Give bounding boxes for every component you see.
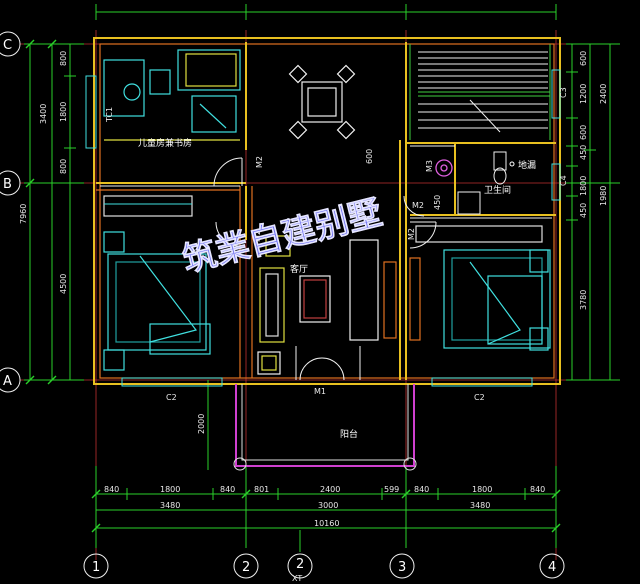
axis-label-c: C <box>3 38 12 53</box>
bottom-windows <box>121 377 533 387</box>
dim-left-4500: 4500 <box>59 274 68 294</box>
axis-label-1: 1 <box>92 560 100 575</box>
dim-right-3780: 3780 <box>579 290 588 310</box>
window-label-c4: C4 <box>559 175 568 186</box>
dim-bottom-840a: 840 <box>104 485 119 494</box>
room-label-living: 客厅 <box>290 263 308 275</box>
dining-table-set <box>288 64 356 140</box>
dim-right-1800: 1800 <box>579 176 588 196</box>
dim-bottom-801: 801 <box>254 485 269 494</box>
kids-room-furniture <box>103 49 241 141</box>
dim-right-450b: 450 <box>579 203 588 218</box>
dim-bottom-840b: 840 <box>220 485 235 494</box>
dim-balcony-depth: 2000 <box>197 414 206 434</box>
axis-label-b: B <box>3 177 12 192</box>
room-label-balcony: 阳台 <box>340 428 358 440</box>
window-c3-c4 <box>551 69 561 201</box>
dim-right-450a: 450 <box>579 145 588 160</box>
door-label-m2-center: M2 <box>407 228 416 240</box>
axis-label-3: 3 <box>398 560 406 575</box>
interior-lines <box>100 145 552 219</box>
dimension-ticks <box>25 39 561 533</box>
axis-label-xt: XT <box>292 574 302 583</box>
dim-mid-600: 600 <box>365 149 374 164</box>
room-label-kids-study: 儿童房兼书房 <box>138 137 192 149</box>
room-label-toilet: 卫生间 <box>484 184 511 196</box>
toilet-fixtures <box>435 159 453 177</box>
dim-bottom-1800b: 1800 <box>472 485 492 494</box>
dim-right-600a: 600 <box>579 51 588 66</box>
stairwell <box>409 44 551 140</box>
dim-bottom-3000: 3000 <box>318 501 338 510</box>
door-label-m3: M3 <box>425 160 434 172</box>
door-swings <box>213 157 437 249</box>
dimension-lines <box>24 4 620 552</box>
dim-right-1200: 1200 <box>579 84 588 104</box>
dim-right-600b: 600 <box>579 125 588 140</box>
right-bedroom-cabinet <box>409 257 421 341</box>
dim-right-2400: 2400 <box>599 84 608 104</box>
door-label-m2-mid: M2 <box>253 230 262 242</box>
walls <box>93 37 561 385</box>
living-room-furniture <box>257 235 397 375</box>
door-label-m2-left: M2 <box>255 156 264 168</box>
window-label-c2-left: C2 <box>166 393 177 402</box>
balcony <box>233 384 417 471</box>
dim-left-7960: 7960 <box>19 204 28 224</box>
left-bedroom-furniture <box>103 195 211 371</box>
window-label-c3: C3 <box>559 87 568 98</box>
stair-treads <box>418 51 548 133</box>
axis-label-4: 4 <box>548 560 556 575</box>
door-label-m1: M1 <box>314 387 326 396</box>
dim-mid-450: 450 <box>433 195 442 210</box>
dim-left-800b: 800 <box>59 159 68 174</box>
living-entry-doors <box>295 346 361 381</box>
dim-bottom-total: 10160 <box>314 519 339 528</box>
axis-label-2-sub: 2 <box>296 557 304 572</box>
window-label-tc1: TC1 <box>105 107 114 123</box>
axis-label-a: A <box>3 374 12 389</box>
window-label-c2-right: C2 <box>474 393 485 402</box>
dim-bottom-840d: 840 <box>530 485 545 494</box>
dim-bottom-599: 599 <box>384 485 399 494</box>
dim-bottom-2400: 2400 <box>320 485 340 494</box>
right-bedroom-furniture <box>415 225 551 351</box>
dim-bottom-840c: 840 <box>414 485 429 494</box>
axis-label-2: 2 <box>242 560 250 575</box>
dim-right-1980: 1980 <box>599 186 608 206</box>
label-floor-drain: 地漏 <box>518 159 536 171</box>
dim-left-800a: 800 <box>59 51 68 66</box>
dim-bottom-1800a: 1800 <box>160 485 180 494</box>
dim-bottom-3480a: 3480 <box>160 501 180 510</box>
dim-bottom-3480b: 3480 <box>470 501 490 510</box>
dim-left-3400: 3400 <box>39 104 48 124</box>
window-tc1 <box>85 75 97 149</box>
toilet-fittings <box>457 151 515 215</box>
axis-bubbles <box>0 31 565 579</box>
door-label-m2-right: M2 <box>412 201 424 210</box>
dim-left-1800: 1800 <box>59 102 68 122</box>
